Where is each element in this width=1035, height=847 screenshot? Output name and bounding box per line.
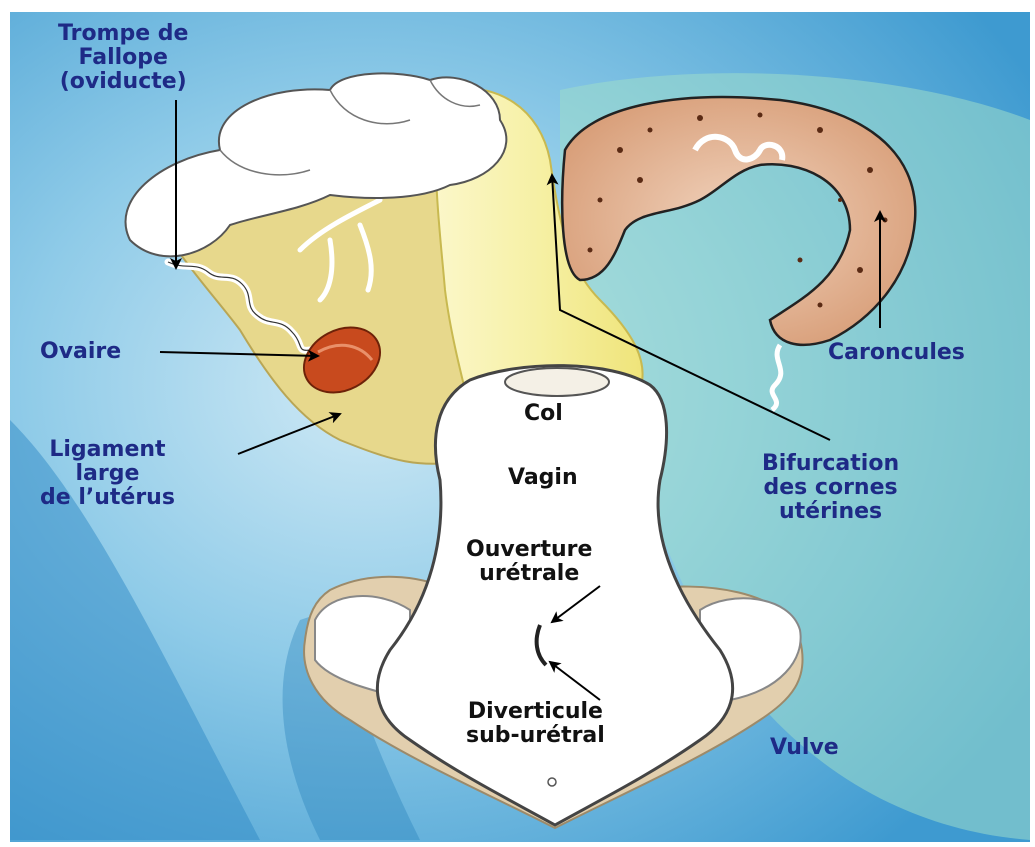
label-diverticule-sub-uretral: Diverticule sub-urétral [466,700,605,748]
label-col: Col [524,402,563,426]
label-trompe-de-fallope: Trompe de Fallope (oviducte) [58,22,188,94]
label-caroncules: Caroncules [828,341,965,365]
vaginal-orifice-mark [548,778,556,786]
label-ouverture-uretrale: Ouverture urétrale [466,538,592,586]
label-ovaire: Ovaire [40,340,121,364]
label-vagin: Vagin [508,466,578,490]
label-ligament-large: Ligament large de l’utérus [40,438,175,510]
cervix [505,368,609,396]
label-bifurcation: Bifurcation des cornes utérines [762,452,899,524]
label-vulve: Vulve [770,736,839,760]
